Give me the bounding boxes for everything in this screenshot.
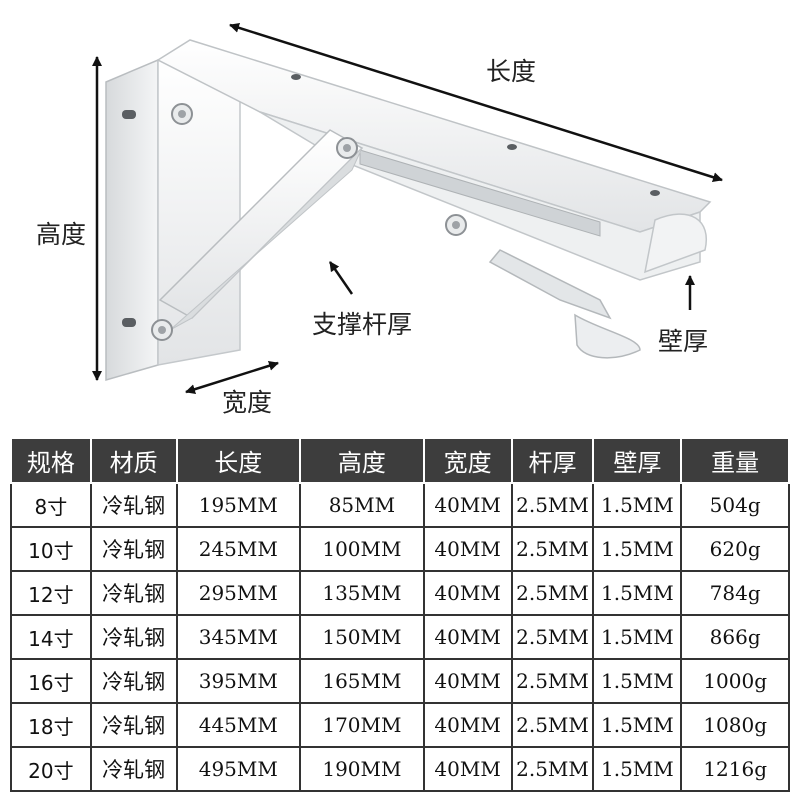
cell-width: 40MM (422, 658, 513, 704)
cell-length: 445MM (175, 702, 302, 748)
cell-height: 135MM (299, 570, 425, 616)
cell-length: 195MM (175, 482, 302, 528)
header-length: 长度 (175, 437, 302, 484)
cell-wall-thickness: 1.5MM (592, 526, 683, 572)
cell-rod-thickness: 2.5MM (510, 570, 595, 616)
width-arrow (185, 360, 279, 395)
table-row: 12寸 冷轧钢 295MM 135MM 40MM 2.5MM 1.5MM 784… (10, 570, 790, 616)
cell-width: 40MM (422, 482, 513, 528)
cell-material: 冷轧钢 (89, 702, 178, 748)
header-weight: 重量 (680, 437, 790, 484)
cell-spec: 18寸 (10, 702, 92, 748)
header-material: 材质 (89, 437, 178, 484)
cell-rod-thickness: 2.5MM (510, 702, 595, 748)
cell-height: 170MM (299, 702, 425, 748)
length-arrow (229, 22, 723, 183)
header-rod-thickness: 杆厚 (510, 437, 595, 484)
cell-height: 150MM (299, 614, 425, 660)
cell-spec: 20寸 (10, 746, 92, 792)
cell-spec: 14寸 (10, 614, 92, 660)
cell-weight: 784g (680, 570, 790, 616)
table-row: 16寸 冷轧钢 395MM 165MM 40MM 2.5MM 1.5MM 100… (10, 658, 790, 704)
cell-width: 40MM (422, 702, 513, 748)
cell-height: 85MM (299, 482, 425, 528)
cell-weight: 1000g (680, 658, 790, 704)
cell-spec: 12寸 (10, 570, 92, 616)
cell-weight: 1080g (680, 702, 790, 748)
cell-spec: 10寸 (10, 526, 92, 572)
cell-wall-thickness: 1.5MM (592, 658, 683, 704)
cell-rod-thickness: 2.5MM (510, 482, 595, 528)
cell-material: 冷轧钢 (89, 746, 178, 792)
cell-rod-thickness: 2.5MM (510, 658, 595, 704)
cell-material: 冷轧钢 (89, 658, 178, 704)
table-row: 10寸 冷轧钢 245MM 100MM 40MM 2.5MM 1.5MM 620… (10, 526, 790, 572)
folding-bracket-illustration (92, 22, 723, 395)
cell-weight: 504g (680, 482, 790, 528)
cell-spec: 8寸 (10, 482, 92, 528)
header-spec: 规格 (10, 437, 92, 484)
cell-material: 冷轧钢 (89, 614, 178, 660)
cell-length: 295MM (175, 570, 302, 616)
release-lever (488, 249, 641, 359)
height-label: 高度 (36, 220, 87, 249)
cell-height: 100MM (299, 526, 425, 572)
cell-material: 冷轧钢 (89, 570, 178, 616)
cell-weight: 866g (680, 614, 790, 660)
cell-weight: 1216g (680, 746, 790, 792)
cell-material: 冷轧钢 (89, 482, 178, 528)
cell-width: 40MM (422, 526, 513, 572)
cell-width: 40MM (422, 614, 513, 660)
cell-wall-thickness: 1.5MM (592, 482, 683, 528)
cell-material: 冷轧钢 (89, 526, 178, 572)
length-label: 长度 (486, 57, 537, 86)
product-diagram: 长度 高度 支撑杆厚 壁厚 宽度 (36, 22, 723, 417)
cell-length: 345MM (175, 614, 302, 660)
rod-thickness-label: 支撑杆厚 (312, 310, 413, 339)
slide-rail (359, 149, 601, 237)
wall-thickness-label: 壁厚 (658, 327, 709, 356)
table-header-row: 规格 材质 长度 高度 宽度 杆厚 壁厚 重量 (10, 437, 790, 484)
cell-rod-thickness: 2.5MM (510, 614, 595, 660)
cell-height: 190MM (299, 746, 425, 792)
table-row: 18寸 冷轧钢 445MM 170MM 40MM 2.5MM 1.5MM 108… (10, 702, 790, 748)
cell-width: 40MM (422, 746, 513, 792)
cell-width: 40MM (422, 570, 513, 616)
table-row: 8寸 冷轧钢 195MM 85MM 40MM 2.5MM 1.5MM 504g (10, 482, 790, 528)
header-width: 宽度 (422, 437, 513, 484)
cell-length: 395MM (175, 658, 302, 704)
cell-spec: 16寸 (10, 658, 92, 704)
support-rod (151, 103, 467, 341)
cell-rod-thickness: 2.5MM (510, 526, 595, 572)
cell-wall-thickness: 1.5MM (592, 614, 683, 660)
cell-height: 165MM (299, 658, 425, 704)
spec-table: 规格 材质 长度 高度 宽度 杆厚 壁厚 重量 8寸 冷轧钢 195MM 85M… (10, 437, 790, 792)
cell-length: 245MM (175, 526, 302, 572)
width-label: 宽度 (222, 388, 273, 417)
cell-weight: 620g (680, 526, 790, 572)
rod-thickness-arrow (328, 261, 354, 295)
cell-length: 495MM (175, 746, 302, 792)
header-wall-thickness: 壁厚 (592, 437, 683, 484)
cell-wall-thickness: 1.5MM (592, 570, 683, 616)
table-row: 20寸 冷轧钢 495MM 190MM 40MM 2.5MM 1.5MM 121… (10, 746, 790, 792)
cell-rod-thickness: 2.5MM (510, 746, 595, 792)
header-height: 高度 (299, 437, 425, 484)
cell-wall-thickness: 1.5MM (592, 746, 683, 792)
table-row: 14寸 冷轧钢 345MM 150MM 40MM 2.5MM 1.5MM 866… (10, 614, 790, 660)
cell-wall-thickness: 1.5MM (592, 702, 683, 748)
